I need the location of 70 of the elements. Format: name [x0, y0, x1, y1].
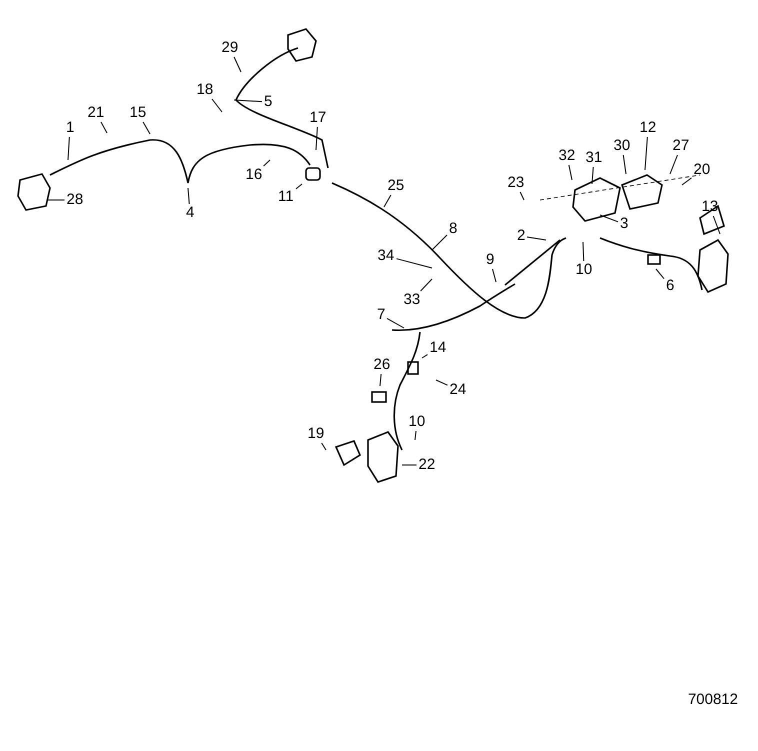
leader-line — [582, 242, 584, 262]
leader-line — [414, 430, 416, 440]
leader-line — [422, 354, 428, 358]
callout-number: 32 — [558, 148, 576, 164]
callout-number: 12 — [640, 120, 656, 136]
drawing-number: 700812 — [688, 692, 738, 708]
callout-number: 21 — [88, 105, 104, 121]
callout-number: 14 — [430, 340, 446, 356]
leader-line — [212, 98, 222, 112]
leader-line — [384, 194, 392, 208]
callout-number: 20 — [694, 162, 710, 178]
callout-number: 6 — [666, 278, 674, 294]
callout-number: 15 — [130, 105, 146, 121]
callout-number: 23 — [508, 175, 524, 191]
callout-number: 27 — [672, 138, 690, 154]
callout-number: 33 — [404, 292, 420, 308]
callout-number: 24 — [450, 382, 466, 398]
leader-line — [520, 192, 524, 200]
leader-line — [234, 100, 262, 102]
callout-number: 30 — [614, 138, 630, 154]
leader-line — [656, 268, 664, 280]
callout-number: 9 — [486, 252, 494, 268]
leader-line — [402, 464, 417, 466]
callout-number: 18 — [196, 82, 214, 98]
callout-number: 26 — [374, 357, 390, 373]
leader-line — [188, 188, 190, 204]
callout-number: 28 — [66, 192, 84, 208]
callout-number: 31 — [586, 150, 602, 166]
callout-number: 29 — [222, 40, 238, 56]
leader-line — [68, 136, 70, 160]
leader-line — [568, 164, 572, 180]
callout-number: 4 — [186, 205, 194, 221]
callout-number: 8 — [449, 221, 458, 237]
leader-line — [712, 216, 720, 234]
leader-line — [386, 318, 404, 328]
leader-line — [526, 236, 546, 240]
callout-number: 22 — [418, 457, 436, 473]
leader-line — [436, 380, 448, 386]
leader-line — [321, 442, 326, 450]
callout-number: 17 — [310, 110, 326, 126]
callout-number: 16 — [246, 167, 262, 183]
leader-line — [296, 184, 302, 190]
leader-line — [100, 122, 108, 134]
leader-line — [396, 258, 432, 268]
leader-line — [592, 166, 594, 184]
leader-line — [492, 268, 496, 282]
callout-number: 3 — [620, 216, 628, 232]
callout-number: 2 — [517, 228, 526, 244]
leader-line — [682, 177, 692, 186]
callout-number: 34 — [378, 248, 394, 264]
leader-line — [316, 126, 318, 150]
callout-number: 10 — [408, 414, 426, 430]
leader-line — [600, 214, 618, 222]
callout-number: 1 — [66, 120, 74, 136]
callout-number: 7 — [377, 307, 386, 323]
leader-line — [380, 374, 382, 386]
leader-line — [234, 56, 242, 72]
callout-number: 19 — [308, 426, 324, 442]
callout-number: 13 — [702, 199, 718, 215]
leader-line — [432, 234, 448, 250]
callout-number: 5 — [264, 94, 272, 110]
leader-line — [670, 154, 678, 174]
leader-line — [142, 122, 150, 134]
callout-number: 25 — [388, 178, 404, 194]
leader-line — [622, 154, 626, 174]
leader-line — [420, 278, 432, 292]
callout-number: 11 — [278, 189, 294, 205]
leader-line — [263, 160, 270, 166]
leader-line — [644, 136, 648, 170]
callout-number: 10 — [576, 262, 592, 278]
